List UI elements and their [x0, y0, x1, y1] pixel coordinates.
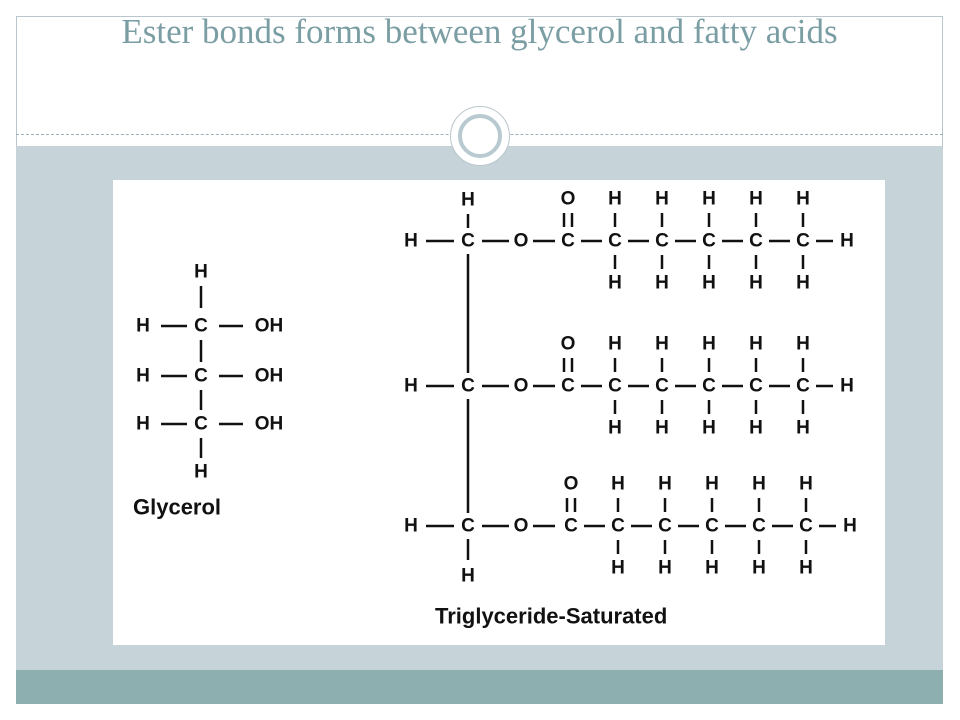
chain-hydrogen: H	[796, 334, 810, 355]
backbone-carbon: C	[461, 231, 475, 252]
chain-carbon: C	[705, 516, 719, 537]
chain-hydrogen: H	[796, 273, 810, 294]
chain-hydrogen: H	[702, 273, 716, 294]
chain-hydrogen: H	[705, 558, 719, 579]
chain-hydrogen: H	[655, 189, 669, 210]
glycerol-hydroxyl: OH	[255, 414, 284, 435]
glycerol-h-left: H	[136, 414, 150, 435]
chain-carbon: C	[611, 516, 625, 537]
chain-hydrogen: H	[655, 334, 669, 355]
title-ornament-ring	[458, 114, 502, 158]
slide-title: Ester bonds forms between glycerol and f…	[121, 12, 838, 51]
chain-carbon: C	[608, 376, 622, 397]
triglyceride-caption: Triglyceride-Saturated	[435, 604, 667, 629]
glycerol-caption: Glycerol	[133, 495, 221, 520]
chain-hydrogen: H	[608, 334, 622, 355]
terminal-hydrogen: H	[840, 376, 854, 397]
carbonyl-carbon: C	[564, 516, 578, 537]
chain-carbon: C	[749, 376, 763, 397]
glycerol-carbon: C	[194, 366, 208, 387]
chain-hydrogen: H	[749, 273, 763, 294]
glycerol-h-left: H	[136, 316, 150, 337]
carbonyl-oxygen: O	[564, 474, 579, 495]
chain-hydrogen: H	[749, 418, 763, 439]
chain-hydrogen: H	[796, 418, 810, 439]
chain-carbon: C	[702, 231, 716, 252]
chain-hydrogen: H	[752, 558, 766, 579]
chain-carbon: C	[608, 231, 622, 252]
terminal-hydrogen: H	[840, 231, 854, 252]
chain-hydrogen: H	[749, 189, 763, 210]
backbone-carbon: C	[461, 376, 475, 397]
ester-oxygen: O	[514, 516, 529, 537]
terminal-hydrogen: H	[843, 516, 857, 537]
chain-hydrogen: H	[655, 273, 669, 294]
backbone-carbon: C	[461, 516, 475, 537]
glycerol-h-left: H	[136, 366, 150, 387]
chain-hydrogen: H	[702, 418, 716, 439]
chain-carbon: C	[658, 516, 672, 537]
chain-hydrogen: H	[658, 474, 672, 495]
chain-carbon: C	[702, 376, 716, 397]
chain-hydrogen: H	[796, 189, 810, 210]
chain-hydrogen: H	[611, 474, 625, 495]
chain-carbon: C	[749, 231, 763, 252]
chain-hydrogen: H	[611, 558, 625, 579]
chain-carbon: C	[655, 376, 669, 397]
chain-carbon: C	[799, 516, 813, 537]
chain-carbon: C	[752, 516, 766, 537]
chain-hydrogen: H	[655, 418, 669, 439]
glycerol-hydroxyl: OH	[255, 316, 284, 337]
chain-hydrogen: H	[608, 273, 622, 294]
glycerol-carbon: C	[194, 316, 208, 337]
chain-hydrogen: H	[702, 189, 716, 210]
chain-hydrogen: H	[658, 558, 672, 579]
carbonyl-oxygen: O	[561, 189, 576, 210]
carbonyl-carbon: C	[561, 231, 575, 252]
backbone-h-bottom: H	[461, 566, 475, 587]
chain-hydrogen: H	[608, 189, 622, 210]
chain-hydrogen: H	[702, 334, 716, 355]
carbonyl-oxygen: O	[561, 334, 576, 355]
chain-carbon: C	[796, 376, 810, 397]
glycerol-carbon: C	[194, 414, 208, 435]
chain-hydrogen: H	[749, 334, 763, 355]
chain-hydrogen: H	[752, 474, 766, 495]
chain-hydrogen: H	[608, 418, 622, 439]
carbonyl-carbon: C	[561, 376, 575, 397]
glycerol-h-bottom: H	[194, 462, 208, 483]
backbone-h-left: H	[404, 516, 418, 537]
backbone-h-top: H	[461, 190, 475, 211]
footer-band	[16, 670, 943, 704]
chain-carbon: C	[796, 231, 810, 252]
ester-oxygen: O	[514, 376, 529, 397]
backbone-h-left: H	[404, 376, 418, 397]
glycerol-h-top: H	[194, 262, 208, 283]
chain-hydrogen: H	[799, 474, 813, 495]
chain-carbon: C	[655, 231, 669, 252]
ester-oxygen: O	[514, 231, 529, 252]
glycerol-hydroxyl: OH	[255, 366, 284, 387]
chain-hydrogen: H	[799, 558, 813, 579]
backbone-h-left: H	[404, 231, 418, 252]
chain-hydrogen: H	[705, 474, 719, 495]
